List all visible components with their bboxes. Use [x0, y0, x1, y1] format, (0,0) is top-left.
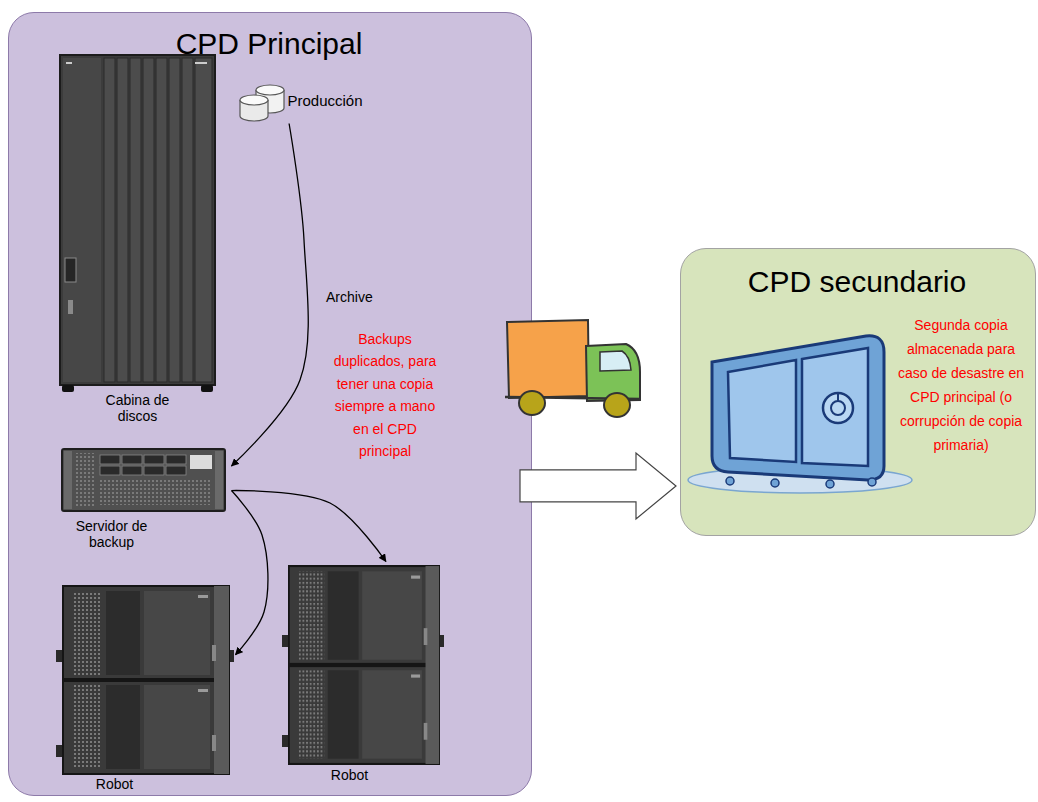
site-region: CPD secundarioSegunda copia almacenada p…: [680, 248, 1036, 536]
device-label: Robot: [300, 767, 400, 783]
flow-arrow: [232, 124, 309, 466]
text-holder: Servidor de backup: [60, 518, 164, 550]
device-node: Servidor de backup: [56, 444, 232, 556]
text-holder: Cabina de discos: [93, 392, 183, 424]
text-holder: Segunda copia almacenada para caso de de…: [891, 313, 1031, 457]
text-holder: Producción: [288, 92, 374, 110]
site-region: CPD PrincipalProducciónCabina de discosS…: [8, 12, 532, 796]
edge-label: Archive: [326, 289, 373, 306]
truck: [505, 320, 640, 417]
annotation-note: Backups duplicados, para tener una copia…: [327, 328, 443, 462]
device-node: Robot: [56, 580, 236, 795]
device-label: Servidor de backup: [60, 518, 164, 550]
disk-icon: [240, 85, 284, 121]
text-holder: Backups duplicados, para tener una copia…: [327, 328, 443, 462]
tape-robot: [56, 586, 234, 774]
flow-arrow: [232, 491, 386, 562]
tape-robot: [282, 566, 444, 764]
device-node: Robot: [284, 562, 444, 786]
transfer-arrow: [520, 453, 676, 519]
note-text: Segunda copia almacenada para caso de de…: [891, 313, 1031, 457]
device-node: Cabina de discos: [58, 52, 218, 430]
flow-arrow: [232, 491, 268, 655]
text-holder: Robot: [300, 767, 400, 783]
disk-cabinet: [60, 55, 215, 392]
text-holder: CPD secundario: [681, 265, 1033, 300]
backup-server: [62, 449, 225, 511]
safe: [688, 336, 912, 493]
text-holder: Archive: [326, 289, 373, 306]
device-label: Producción: [288, 92, 374, 110]
text-holder: CPD Principal: [9, 27, 529, 62]
region-title: CPD secundario: [681, 265, 1033, 300]
region-title: CPD Principal: [9, 27, 529, 62]
text-holder: Robot: [65, 776, 165, 792]
storage-node: Producción: [236, 80, 377, 124]
device-label: Cabina de discos: [93, 392, 183, 424]
device-label: Robot: [65, 776, 165, 792]
